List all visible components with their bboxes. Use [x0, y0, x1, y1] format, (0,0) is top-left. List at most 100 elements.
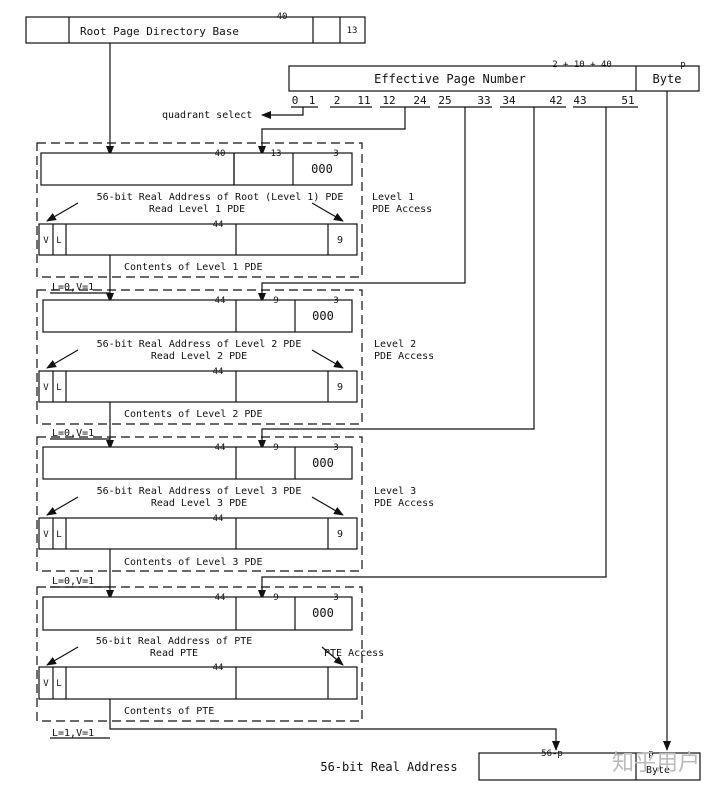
level2-addr-width: 44: [215, 296, 226, 306]
level3-address-label: 56-bit Real Address of Level 3 PDE: [97, 486, 302, 497]
epn-bit-ticks: 0 1 2 11 12 24 25 33 34 42 43 51: [291, 94, 638, 108]
epn-byte: Byte: [653, 72, 682, 86]
level3-pde-width: 44: [213, 514, 224, 524]
real-address-register: 56-p p Byte: [478, 749, 701, 781]
level3-read-label: Read Level 3 PDE: [151, 498, 247, 509]
level3-index-width: 9: [273, 443, 278, 453]
level2-low-width: 3: [333, 296, 338, 306]
epn-tick: 43: [573, 94, 586, 107]
level2-pde-width: 44: [213, 367, 224, 377]
level1-read-label: Read Level 1 PDE: [149, 204, 245, 215]
level3-access-label: Level 3: [374, 486, 416, 497]
epn-tick: 33: [477, 94, 490, 107]
level2-tail-bits: 9: [337, 382, 343, 393]
root-page-directory-base: Root Page Directory Base 40 13: [25, 12, 366, 44]
index-arrow-pte: [258, 107, 607, 600]
level3-contents-label: Contents of Level 3 PDE: [124, 557, 262, 568]
level3-l-bit: L: [56, 530, 61, 540]
level2-pde: [38, 370, 358, 403]
epn-tick: 51: [621, 94, 634, 107]
epn-tick: 42: [549, 94, 562, 107]
root-bits-13: 13: [347, 26, 358, 36]
quadrant-select-label: quadrant select: [162, 110, 252, 121]
pte-access-label: PTE Access: [324, 648, 384, 659]
effective-page-number: Effective Page Number 2 + 10 + 40 p Byte: [288, 60, 700, 92]
level3-access-sublabel: PDE Access: [374, 498, 434, 509]
level1-access-sublabel: PDE Access: [372, 204, 432, 215]
real-address-byte: Byte: [646, 765, 670, 776]
real-address-width: 56-p: [541, 749, 563, 759]
level2-access-sublabel: PDE Access: [374, 351, 434, 362]
root-bits-40: 40: [277, 12, 288, 22]
index-arrow-level1: [258, 107, 406, 156]
level2-dashed-border: [36, 289, 363, 425]
epn-label: Effective Page Number: [374, 72, 526, 86]
level3-tail-bits: 9: [337, 529, 343, 540]
pte-v-bit: V: [43, 679, 49, 689]
pte-addr-width: 44: [215, 593, 226, 603]
pte-read-label: Read PTE: [150, 648, 198, 659]
level1-pde: [38, 223, 358, 256]
level2-condition: L=0,V=1: [52, 428, 94, 439]
real-address-label: 56-bit Real Address: [320, 760, 457, 774]
pte-group: 44 9 3 000 56-bit Real Address of PTE Re…: [36, 586, 384, 722]
level1-address-register: [40, 152, 353, 186]
epn-width: 2 + 10 + 40: [552, 60, 612, 70]
index-arrow-level3: [258, 107, 535, 450]
level1-low-width: 3: [333, 149, 338, 159]
epn-tick: 12: [382, 94, 395, 107]
pte-index-width: 9: [273, 593, 278, 603]
epn-tick: 34: [502, 94, 516, 107]
level2-access-label: Level 2: [374, 339, 416, 350]
epn-tick: 24: [413, 94, 427, 107]
level1-condition: L=0,V=1: [52, 282, 94, 293]
level3-low-width: 3: [333, 443, 338, 453]
pte-address-register: [42, 596, 353, 631]
level3-v-bit: V: [43, 530, 49, 540]
pte-condition: L=1,V=1: [52, 728, 94, 739]
pte-address-label: 56-bit Real Address of PTE: [96, 636, 253, 647]
level1-v-bit: V: [43, 236, 49, 246]
level1-pde-width: 44: [213, 220, 224, 230]
level1-index-width: 13: [271, 149, 282, 159]
root-label: Root Page Directory Base: [80, 25, 239, 38]
level3-addr-width: 44: [215, 443, 226, 453]
level3-condition: L=0,V=1: [52, 576, 94, 587]
level1-low-bits: 000: [311, 162, 333, 176]
level2-read-label: Read Level 2 PDE: [151, 351, 247, 362]
pte-width: 44: [213, 663, 224, 673]
level2-address-register: [42, 299, 353, 333]
level2-low-bits: 000: [312, 309, 334, 323]
level2-index-width: 9: [273, 296, 278, 306]
pte-low-bits: 000: [312, 606, 334, 620]
level1-contents-label: Contents of Level 1 PDE: [124, 262, 262, 273]
epn-tick: 0: [292, 94, 299, 107]
level1-tail-bits: 9: [337, 235, 343, 246]
real-address-p: p: [648, 749, 653, 759]
level2-address-label: 56-bit Real Address of Level 2 PDE: [97, 339, 302, 350]
level3-pde: [38, 517, 358, 550]
pte-low-width: 3: [333, 593, 338, 603]
watermark: 知乎用户: [612, 751, 700, 776]
level1-group: 40 13 3 000 56-bit Real Address of Root …: [36, 142, 432, 278]
epn-tick: 2: [334, 94, 341, 107]
level3-dashed-border: [36, 436, 363, 572]
level2-l-bit: L: [56, 383, 61, 393]
pte-contents-label: Contents of PTE: [124, 706, 214, 717]
pte-l-bit: L: [56, 679, 61, 689]
level1-access-label: Level 1: [372, 192, 414, 203]
epn-tick: 25: [438, 94, 451, 107]
epn-tick: 11: [357, 94, 370, 107]
level3-group: 44 9 3 000 56-bit Real Address of Level …: [36, 436, 434, 572]
epn-tick: 1: [309, 94, 316, 107]
epn-p: p: [680, 60, 685, 70]
level3-address-register: [42, 446, 353, 480]
level1-dashed-border: [36, 142, 363, 278]
pte-dashed-border: [36, 586, 363, 722]
index-arrow-level2: [258, 107, 466, 303]
level3-low-bits: 000: [312, 456, 334, 470]
level1-addr-width: 40: [215, 149, 226, 159]
pte-entry: [38, 666, 358, 700]
level2-contents-label: Contents of Level 2 PDE: [124, 409, 262, 420]
